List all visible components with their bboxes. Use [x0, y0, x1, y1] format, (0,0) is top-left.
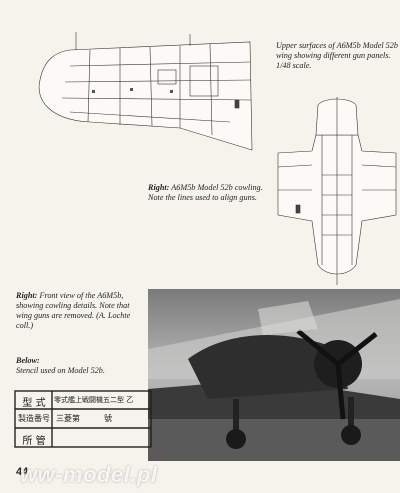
- page-number: 44: [16, 466, 29, 478]
- watermark: ww-model.pl: [20, 462, 158, 487]
- wing-caption-text: Upper surfaces of A6M5b Model 52b wing s…: [276, 41, 398, 70]
- stencil-row-3-label: 所 管: [22, 436, 46, 447]
- cowling-caption-text: A6M5b Model 52b cowling. Note the lines …: [148, 183, 263, 202]
- front-view-caption: Right: Front view of the A6M5b, showing …: [16, 291, 144, 331]
- stencil-row-1-label: 型 式: [22, 398, 46, 409]
- cowling-drawing: [277, 97, 397, 285]
- stencil-caption: Below: Stencil used on Model 52b.: [16, 356, 144, 376]
- stencil-caption-lead: Below:: [16, 356, 40, 365]
- stencil-row-2-value: 三菱第 號: [56, 414, 112, 423]
- stencil-row-2-label: 製造番号: [18, 414, 50, 423]
- wing-caption: Upper surfaces of A6M5b Model 52b wing s…: [276, 41, 398, 71]
- cowling-caption: Right: A6M5b Model 52b cowling. Note the…: [148, 183, 276, 203]
- stencil-plate: [14, 390, 152, 448]
- front-view-caption-lead: Right:: [16, 291, 38, 300]
- front-view-caption-text: Front view of the A6M5b, showing cowling…: [16, 291, 131, 330]
- cowling-caption-lead: Right:: [148, 183, 170, 192]
- aircraft-front-photo: [148, 289, 400, 461]
- wing-drawing: [38, 32, 253, 151]
- stencil-caption-text: Stencil used on Model 52b.: [16, 366, 105, 375]
- stencil-row-1-value: 零式艦上戦闘機五二型 乙: [54, 396, 134, 404]
